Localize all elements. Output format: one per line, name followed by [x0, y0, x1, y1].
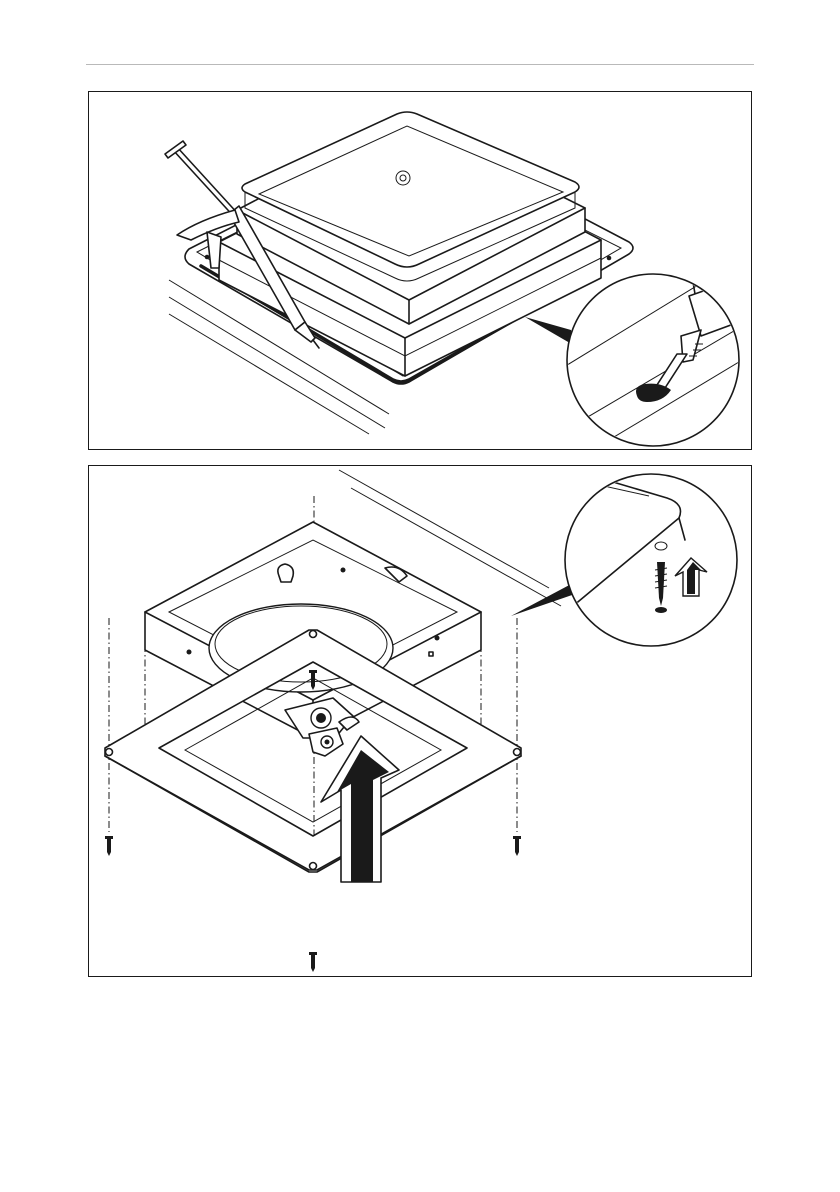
figure-sealant-application	[88, 91, 752, 450]
figure-frame-mounting	[88, 465, 752, 977]
callout-wedge	[525, 317, 575, 346]
screw-detail-callout	[559, 474, 737, 646]
sealant-detail-callout	[559, 260, 739, 450]
callout-wedge-2	[511, 582, 575, 616]
header-rule	[86, 64, 754, 65]
